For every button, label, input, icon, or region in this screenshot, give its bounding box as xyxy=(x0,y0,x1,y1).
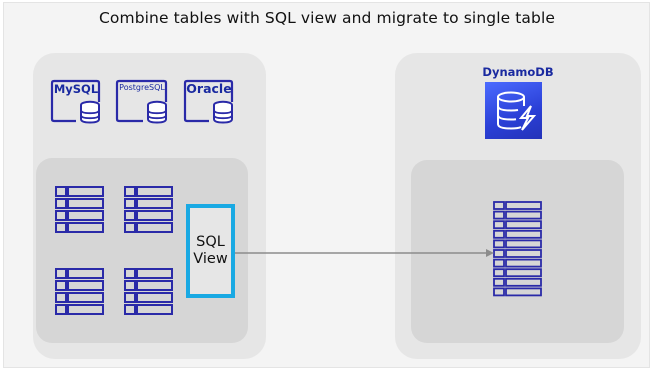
dynamodb-label: DynamoDB xyxy=(482,65,554,79)
mysql-icon: MySQL xyxy=(50,78,102,124)
dynamodb-icon xyxy=(485,82,542,139)
sql-view-label-line2: View xyxy=(193,251,228,267)
postgresql-label: PostgreSQL xyxy=(119,83,165,92)
table-icon xyxy=(124,268,173,315)
mysql-label: MySQL xyxy=(53,82,99,96)
diagram-title: Combine tables with SQL view and migrate… xyxy=(98,9,556,27)
sql-view-label-line1: SQL xyxy=(196,234,225,250)
target-table-area xyxy=(411,160,624,343)
table-icon xyxy=(124,186,173,233)
oracle-label: Oracle xyxy=(186,81,232,96)
table-icon xyxy=(55,268,104,315)
postgresql-icon: PostgreSQL xyxy=(115,78,169,124)
sql-view-box: SQL View xyxy=(186,204,235,298)
table-icon xyxy=(55,186,104,233)
oracle-icon: Oracle xyxy=(183,78,235,124)
single-table-icon xyxy=(493,201,542,297)
